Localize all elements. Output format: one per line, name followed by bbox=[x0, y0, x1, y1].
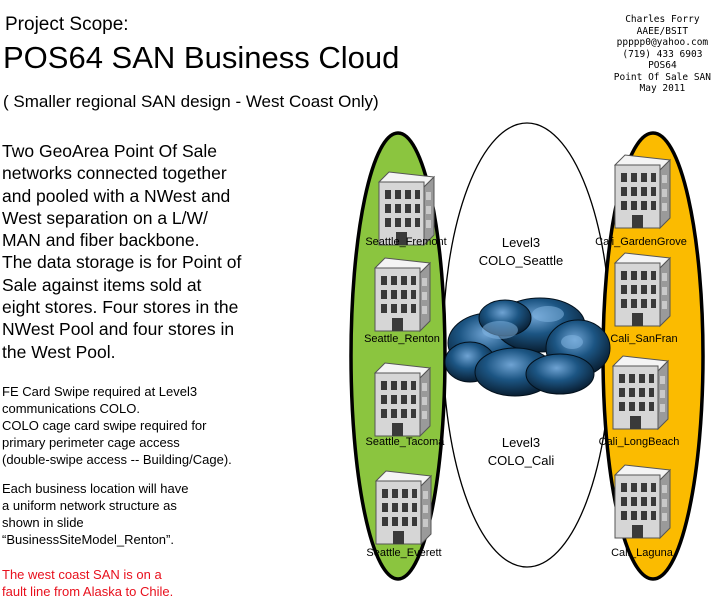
description-line: West separation on a L/W/ bbox=[2, 207, 208, 228]
description-line: Sale against items sold at bbox=[2, 274, 202, 295]
security-note: FE Card Swipe required at Level3 communi… bbox=[2, 383, 232, 468]
site-label: Cali_Laguna bbox=[611, 547, 674, 559]
description-line: NWest Pool and four stores in bbox=[2, 319, 235, 340]
west-site-cali-longbeach: Cali_LongBeach bbox=[599, 355, 680, 448]
building-icon bbox=[612, 355, 669, 430]
site-label: Seattle_Tacoma bbox=[366, 436, 446, 448]
contact-phone: (719) 433 6903 bbox=[622, 48, 703, 60]
contact-name: Charles Forry bbox=[625, 14, 700, 25]
contact-credentials: AAEE/BSIT bbox=[636, 25, 689, 37]
scope-description: Two GeoArea Point Of Sale networks conne… bbox=[2, 140, 241, 363]
west-site-cali-gardengrove: Cali_GardenGrove bbox=[595, 154, 687, 248]
building-icon bbox=[375, 470, 432, 545]
business-note-line: shown in slide bbox=[2, 515, 84, 530]
security-note-line: primary perimeter cage access bbox=[2, 435, 180, 450]
contact-info: Charles Forry AAEE/BSIT ppppp0@yahoo.com… bbox=[614, 14, 711, 95]
cloud-icon bbox=[444, 297, 611, 397]
security-note-line: (double-swipe access -- Building/Cage). bbox=[2, 452, 232, 467]
site-label: Cali_SanFran bbox=[610, 333, 677, 345]
description-line: and pooled with a NWest and bbox=[2, 185, 231, 206]
building-icon bbox=[374, 362, 431, 437]
west-site-cali-sanfran: Cali_SanFran bbox=[610, 252, 678, 345]
warning-line: fault line from Alaska to Chile. bbox=[2, 584, 174, 599]
contact-project-desc: Point Of Sale SAN bbox=[613, 71, 711, 83]
building-icon bbox=[614, 464, 671, 539]
nwest-site-seattle-renton: Seattle_Renton bbox=[364, 257, 440, 345]
security-note-line: communications COLO. bbox=[2, 401, 140, 416]
colo-cali-line1: Level3 bbox=[502, 435, 540, 450]
site-label: Cali_GardenGrove bbox=[595, 236, 687, 248]
contact-date: May 2011 bbox=[639, 83, 686, 94]
description-line: the West Pool. bbox=[2, 341, 116, 362]
contact-email: ppppp0@yahoo.com bbox=[616, 37, 709, 48]
page-title: POS64 SAN Business Cloud bbox=[3, 40, 400, 75]
colo-seattle-line1: Level3 bbox=[502, 235, 540, 250]
page-subtitle: ( Smaller regional SAN design - West Coa… bbox=[3, 92, 379, 111]
security-note-line: FE Card Swipe required at Level3 bbox=[2, 384, 198, 399]
fault-line-warning: The west coast SAN is on a fault line fr… bbox=[2, 566, 173, 600]
site-label: Seattle_Everett bbox=[366, 547, 441, 559]
project-scope-label: Project Scope: bbox=[5, 14, 129, 35]
business-note-line: a uniform network structure as bbox=[2, 498, 177, 513]
site-label: Seattle_Renton bbox=[364, 333, 440, 345]
colo-cali-line2: COLO_Cali bbox=[488, 453, 555, 468]
west-site-cali-laguna: Cali_Laguna bbox=[611, 464, 674, 559]
description-line: Two GeoArea Point Of Sale bbox=[2, 141, 217, 161]
colo-seattle-line2: COLO_Seattle bbox=[479, 253, 564, 268]
business-note: Each business location will have a unifo… bbox=[2, 480, 188, 548]
building-icon bbox=[374, 257, 431, 332]
building-icon bbox=[614, 154, 671, 229]
building-icon bbox=[378, 171, 435, 246]
warning-line: The west coast SAN is on a bbox=[2, 567, 162, 582]
site-label: Cali_LongBeach bbox=[599, 436, 680, 448]
nwest-site-seattle-everett: Seattle_Everett bbox=[366, 470, 442, 559]
business-note-line: Each business location will have bbox=[2, 481, 189, 496]
contact-project: POS64 bbox=[648, 60, 677, 71]
business-note-line: “BusinessSiteModel_Renton”. bbox=[2, 532, 174, 547]
nwest-site-seattle-fremont: Seattle_Fremont bbox=[365, 171, 447, 248]
description-line: eight stores. Four stores in the bbox=[2, 297, 239, 318]
security-note-line: COLO cage card swipe required for bbox=[2, 418, 207, 433]
description-line: MAN and fiber backbone. bbox=[2, 230, 200, 251]
building-icon bbox=[614, 252, 671, 327]
nwest-site-seattle-tacoma: Seattle_Tacoma bbox=[366, 362, 446, 448]
description-line: networks connected together bbox=[2, 163, 227, 184]
description-line: The data storage is for Point of bbox=[2, 252, 242, 273]
site-label: Seattle_Fremont bbox=[365, 236, 446, 248]
